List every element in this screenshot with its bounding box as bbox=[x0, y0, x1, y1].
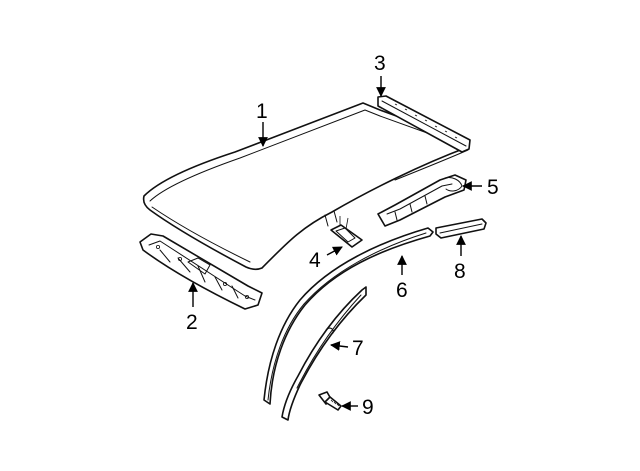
molding-piece-part-8 bbox=[435, 218, 487, 239]
bracket-part-4 bbox=[330, 216, 363, 248]
callout-numbers: 1 2 3 4 5 6 7 8 9 bbox=[186, 52, 499, 419]
callout-8: 8 bbox=[454, 260, 466, 283]
leader-lines bbox=[188, 76, 482, 411]
callout-4: 4 bbox=[309, 249, 321, 272]
callout-3: 3 bbox=[374, 52, 386, 75]
fastener-part-9 bbox=[318, 391, 342, 411]
callout-9: 9 bbox=[362, 396, 374, 419]
callout-1: 1 bbox=[256, 100, 268, 123]
side-rail-part-3 bbox=[377, 95, 471, 153]
drip-molding-part-7 bbox=[281, 286, 367, 421]
callout-6: 6 bbox=[396, 279, 408, 302]
callout-5: 5 bbox=[487, 176, 499, 199]
front-header-part-2 bbox=[139, 233, 263, 310]
roof-panel-part-1 bbox=[142, 102, 469, 271]
leader-7 bbox=[330, 341, 349, 351]
rear-reinforcement-part-5 bbox=[377, 174, 467, 227]
leader-4 bbox=[326, 246, 343, 256]
roof-molding-part-6 bbox=[263, 227, 434, 405]
callout-7: 7 bbox=[352, 337, 364, 360]
callout-2: 2 bbox=[186, 311, 198, 334]
